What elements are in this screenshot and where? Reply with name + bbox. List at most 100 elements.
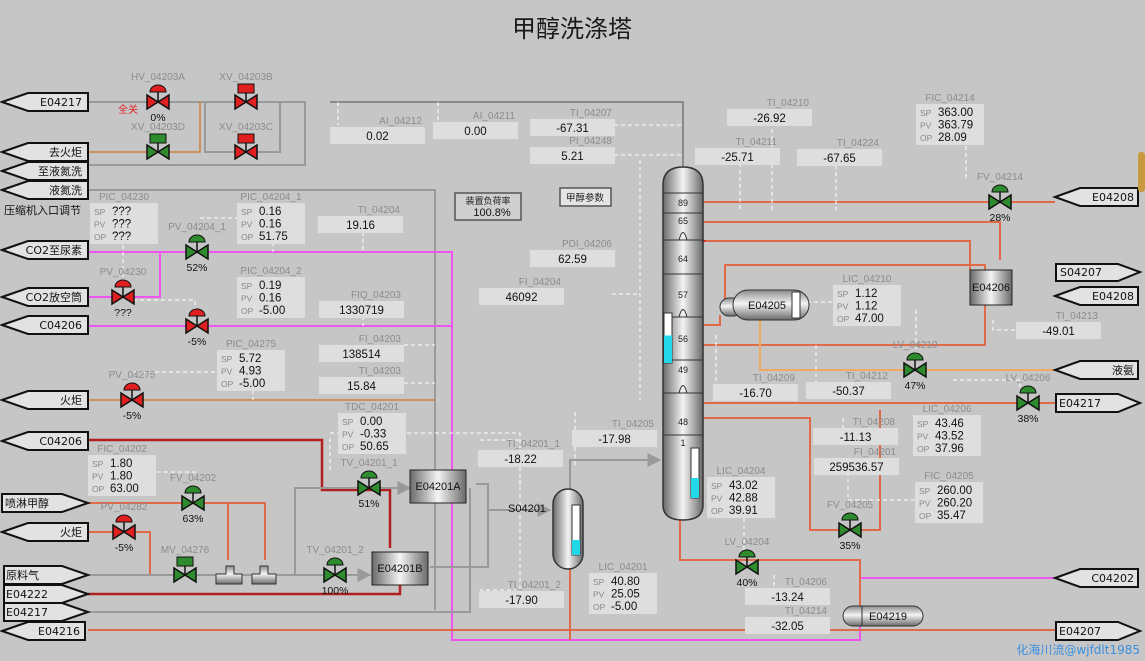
controller-op-label: OP bbox=[221, 379, 234, 389]
connector-spray-methanol[interactable]: 喷淋甲醇 bbox=[1, 493, 92, 513]
tray-label: 65 bbox=[678, 216, 688, 226]
connector-e04216[interactable]: E04216 bbox=[0, 621, 86, 641]
connector-e04222[interactable]: E04222 bbox=[3, 584, 92, 604]
indicator-ti-04211: TI_04211-25.71 bbox=[695, 137, 780, 165]
valve-tv-04201-1[interactable]: TV_04201_151% bbox=[340, 458, 398, 510]
valve-opening: 47% bbox=[904, 380, 925, 392]
connector-n2-wash[interactable]: 液氮洗 bbox=[0, 180, 89, 200]
connector-e04217-right[interactable]: E04217 bbox=[1055, 393, 1143, 413]
tray-label: 57 bbox=[678, 290, 688, 300]
exchanger-e04201b[interactable]: E04201B bbox=[371, 551, 429, 586]
controller-op-label: OP bbox=[920, 133, 933, 143]
svg-text:CO2放空筒: CO2放空筒 bbox=[26, 290, 82, 304]
controller-sp-label: SP bbox=[342, 417, 354, 427]
exchanger-e04219[interactable]: E04219 bbox=[842, 605, 924, 627]
connector-flare-2[interactable]: 火炬 bbox=[0, 390, 89, 410]
side-scroll-handle[interactable] bbox=[1138, 152, 1145, 192]
tray-label: 48 bbox=[678, 417, 688, 427]
valve-xv-04203b[interactable]: XV_04203B bbox=[219, 72, 273, 111]
indicator-ti-04201-2: TI_04201_2-17.90 bbox=[479, 580, 564, 608]
valve-tag: PV_04275 bbox=[109, 370, 156, 381]
valve-xv-04203d[interactable]: XV_04203D bbox=[131, 122, 185, 161]
connector-e04217-top[interactable]: E04217 bbox=[0, 92, 89, 112]
tray-label: 56 bbox=[678, 334, 688, 344]
connector-flare-3[interactable]: 火炬 bbox=[0, 522, 89, 542]
connector-e04207[interactable]: E04207 bbox=[1055, 621, 1143, 641]
connector-to-n2-wash[interactable]: 至液氮洗 bbox=[0, 161, 89, 181]
controller-sp-value: 40.80 bbox=[611, 576, 640, 588]
svg-text:E04201B: E04201B bbox=[377, 563, 422, 575]
controller-sp-value: 43.46 bbox=[935, 418, 964, 430]
valve-pv-04275[interactable]: PV_04275-5% bbox=[109, 370, 156, 422]
indicator-ti-04213: TI_04213-49.01 bbox=[1016, 311, 1101, 339]
connector-c04202[interactable]: C04202 bbox=[1052, 568, 1139, 588]
methanol-wash-column[interactable]: 89 65 64 57 56 49 48 1 bbox=[662, 166, 704, 521]
connector-co2-urea[interactable]: CO2至尿素 bbox=[0, 240, 89, 260]
exchanger-e04205[interactable]: E04205 bbox=[719, 289, 810, 321]
controller-op-value: -5.00 bbox=[239, 378, 265, 390]
controller-sp-label: SP bbox=[920, 108, 932, 118]
connector-c04206[interactable]: C04206 bbox=[0, 315, 89, 335]
controller-tag: LIC_04204 bbox=[717, 466, 766, 477]
connector-s04207[interactable]: S04207 bbox=[1055, 263, 1143, 282]
connector-to-flare[interactable]: 去火炬 bbox=[0, 142, 89, 162]
connector-c04206-b[interactable]: C04206 bbox=[0, 431, 89, 451]
valve-tag: PV_04204_1 bbox=[168, 222, 226, 233]
connector-co2-vent[interactable]: CO2放空筒 bbox=[0, 287, 89, 307]
connector-feed-gas[interactable]: 原料气 bbox=[3, 565, 92, 585]
valve-tag: FV_04205 bbox=[827, 500, 874, 511]
controller-op-label: OP bbox=[837, 314, 850, 324]
valve-tag: LV_04210 bbox=[893, 340, 938, 351]
controller-pv-value: -0.33 bbox=[360, 429, 386, 441]
methanol-params-button[interactable]: 甲醇参数 bbox=[559, 187, 612, 207]
separator-s04201[interactable]: S04201 bbox=[508, 488, 584, 570]
valve-pv-04282[interactable]: PV_04282-5% bbox=[101, 502, 148, 554]
valve-pv-04204-1[interactable]: PV_04204_1 52% bbox=[168, 222, 226, 274]
valve-tag: FV_04202 bbox=[170, 473, 217, 484]
valve-tag: TV_04201_2 bbox=[306, 545, 364, 556]
connector-e04217-bottom[interactable]: E04217 bbox=[3, 602, 92, 622]
valve-lv-04210[interactable]: LV_04210 47% bbox=[893, 340, 938, 392]
connector-e04208-top[interactable]: E04208 bbox=[1052, 187, 1139, 207]
tray-label: 89 bbox=[678, 198, 688, 208]
valve-opening: 52% bbox=[186, 262, 207, 274]
valve-mv-04276[interactable]: MV_04276 bbox=[161, 545, 210, 584]
controller-pv-label: PV bbox=[917, 432, 929, 442]
connector-liquid-ammonia[interactable]: 液氨 bbox=[1052, 360, 1139, 380]
indicator-ti-04212: TI_04212-50.37 bbox=[806, 371, 891, 399]
connector-e04208[interactable]: E04208 bbox=[1052, 286, 1139, 306]
controller-sp-value: 1.80 bbox=[110, 458, 132, 470]
exchanger-e04206[interactable]: E04206 bbox=[969, 269, 1013, 306]
valve-tag: MV_04276 bbox=[161, 545, 210, 556]
valve-pv-04230[interactable]: PV_04230??? bbox=[100, 267, 147, 319]
compressor-inlet-label: 压缩机入口调节 bbox=[4, 203, 81, 217]
svg-text:E04207: E04207 bbox=[1059, 625, 1101, 638]
svg-text:C04202: C04202 bbox=[1091, 572, 1134, 585]
exchanger-e04201a[interactable]: E04201A bbox=[409, 469, 467, 504]
indicator-value: -50.37 bbox=[832, 386, 865, 398]
indicator-tag: TI_04209 bbox=[753, 373, 796, 384]
valve-opening: 38% bbox=[1017, 413, 1038, 425]
valve-pv-04204-2[interactable]: -5% bbox=[185, 308, 209, 348]
valve-xv-04203c[interactable]: XV_04203C bbox=[219, 122, 273, 161]
indicator-value: -11.13 bbox=[840, 432, 872, 444]
